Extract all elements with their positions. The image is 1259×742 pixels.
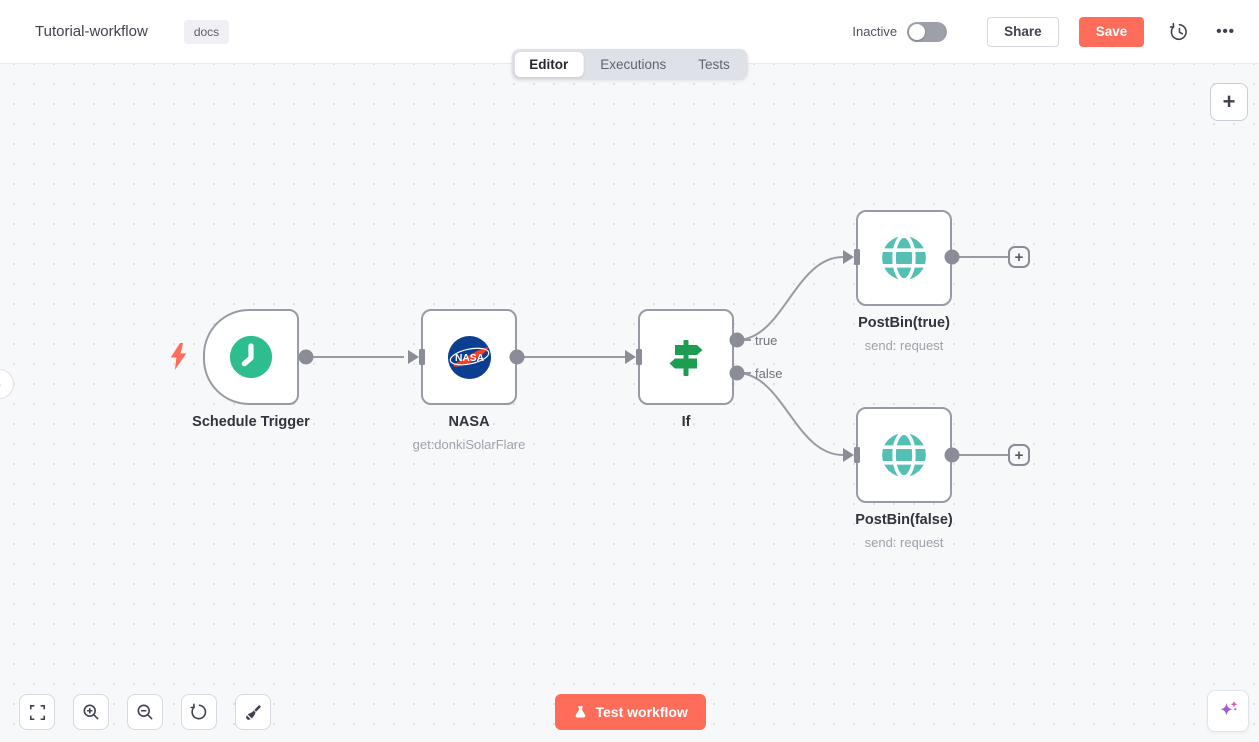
chevron-right-icon: › bbox=[0, 376, 1, 392]
node-label-nasa: NASA bbox=[448, 414, 490, 430]
node-if[interactable] bbox=[638, 309, 734, 405]
edge-label-true: true bbox=[755, 333, 778, 348]
test-workflow-button[interactable]: Test workflow bbox=[554, 694, 706, 730]
workflow-tag[interactable]: docs bbox=[183, 19, 230, 44]
zoom-in-button[interactable] bbox=[73, 694, 109, 730]
tab-editor[interactable]: Editor bbox=[514, 52, 584, 77]
reset-zoom-icon bbox=[190, 703, 207, 720]
node-postbin-true[interactable] bbox=[856, 210, 952, 306]
zoom-out-icon bbox=[137, 704, 153, 720]
fit-view-icon bbox=[29, 704, 45, 720]
node-subtitle-postbin-true: send: request bbox=[864, 338, 944, 353]
node-label-postbin-true: PostBin(true) bbox=[858, 315, 950, 331]
share-button[interactable]: Share bbox=[987, 16, 1059, 47]
edge-label-false: false bbox=[755, 366, 783, 381]
zoom-in-icon bbox=[83, 704, 99, 720]
clock-icon bbox=[229, 335, 273, 379]
globe-icon bbox=[881, 234, 927, 282]
save-button[interactable]: Save bbox=[1078, 16, 1145, 47]
add-node-button[interactable]: + bbox=[1210, 83, 1248, 121]
add-node-after-postbin-false-button[interactable]: + bbox=[1008, 444, 1030, 466]
reset-zoom-button[interactable] bbox=[181, 694, 217, 730]
globe-icon bbox=[881, 431, 927, 479]
sparkle-icon bbox=[1220, 701, 1237, 716]
signpost-icon bbox=[669, 340, 703, 376]
node-nasa[interactable]: NASA bbox=[421, 309, 517, 405]
ai-assistant-button[interactable] bbox=[1207, 690, 1249, 732]
node-label-schedule-trigger: Schedule Trigger bbox=[192, 414, 310, 430]
activation-status-label: Inactive bbox=[852, 24, 898, 39]
toggle-knob bbox=[909, 23, 926, 40]
tab-executions[interactable]: Executions bbox=[600, 57, 667, 72]
nasa-logo-icon: NASA bbox=[447, 335, 491, 379]
workflow-canvas[interactable] bbox=[0, 64, 1259, 742]
view-tabs: Editor Executions Tests bbox=[511, 49, 748, 80]
node-subtitle-nasa: get:donkiSolarFlare bbox=[412, 437, 526, 452]
node-schedule-trigger[interactable] bbox=[203, 309, 299, 405]
plus-icon: + bbox=[1014, 248, 1024, 266]
version-history-icon[interactable] bbox=[1168, 21, 1190, 43]
plus-icon: + bbox=[1222, 89, 1236, 114]
zoom-out-button[interactable] bbox=[127, 694, 163, 730]
tab-tests[interactable]: Tests bbox=[698, 57, 730, 72]
fit-view-button[interactable] bbox=[19, 694, 55, 730]
tidy-up-button[interactable] bbox=[235, 694, 271, 730]
node-postbin-false[interactable] bbox=[856, 407, 952, 503]
workflow-title[interactable]: Tutorial-workflow bbox=[35, 23, 148, 40]
broom-icon bbox=[245, 704, 261, 720]
node-label-postbin-false: PostBin(false) bbox=[855, 512, 953, 528]
more-options-icon[interactable]: ••• bbox=[1216, 23, 1235, 40]
trigger-bolt-icon bbox=[170, 343, 188, 375]
plus-icon: + bbox=[1014, 446, 1024, 464]
test-workflow-label: Test workflow bbox=[595, 704, 688, 720]
flask-icon bbox=[575, 705, 585, 718]
add-node-after-postbin-true-button[interactable]: + bbox=[1008, 246, 1030, 268]
node-label-if: If bbox=[681, 414, 691, 430]
activation-toggle[interactable] bbox=[907, 21, 948, 42]
canvas-toolbar bbox=[19, 694, 271, 730]
node-subtitle-postbin-false: send: request bbox=[864, 535, 944, 550]
svg-text:NASA: NASA bbox=[454, 352, 484, 363]
